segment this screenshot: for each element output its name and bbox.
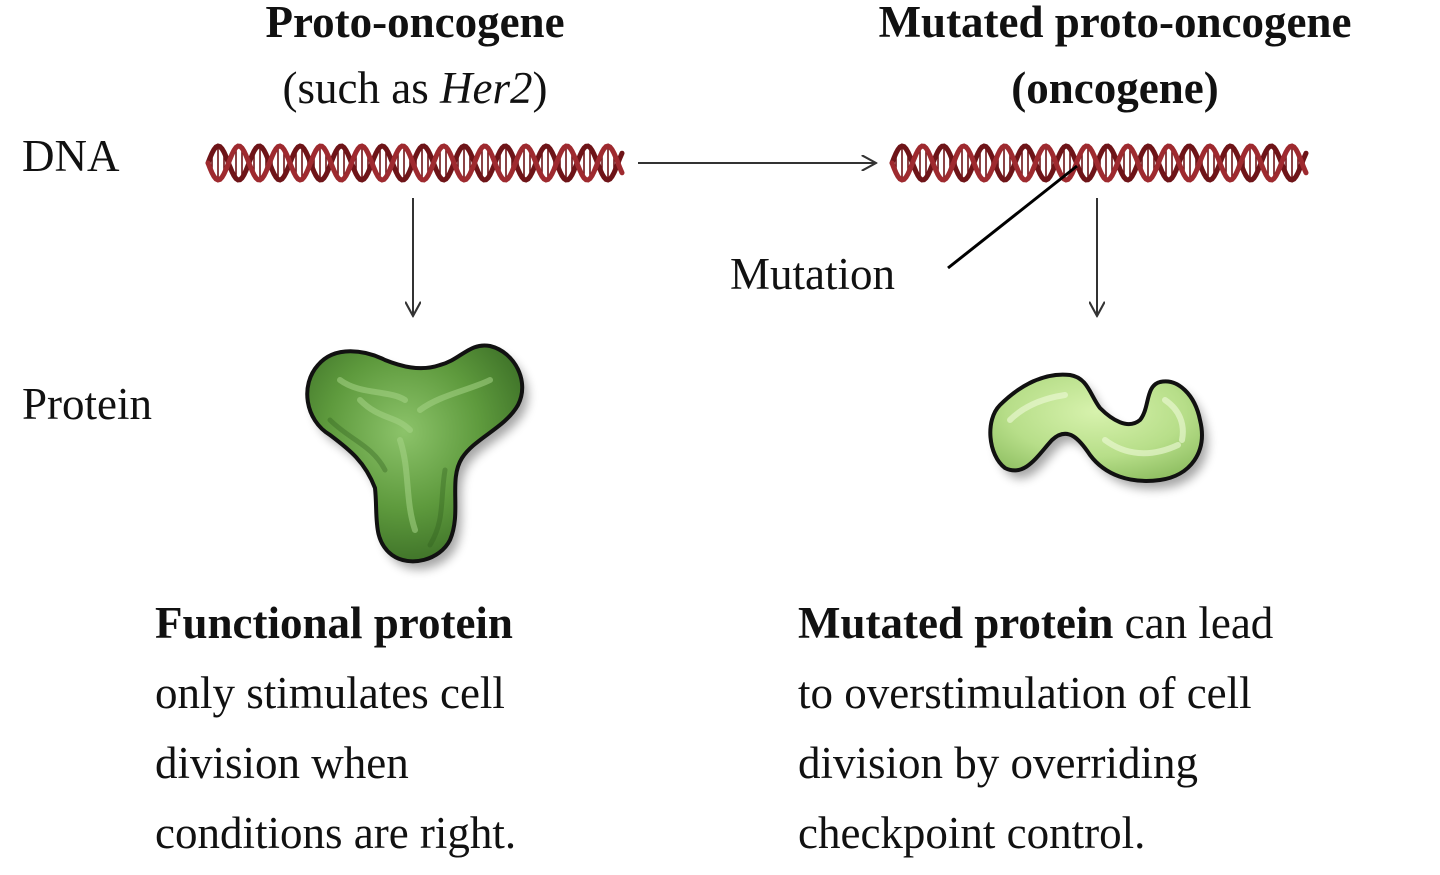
caption-heading: Mutated protein can lead: [798, 598, 1274, 648]
functional-protein-shape: [305, 343, 529, 570]
caption-line: only stimulates cell: [155, 668, 505, 718]
subtitle-prefix: (such as: [282, 63, 440, 113]
mutated-protein-shape: [988, 372, 1208, 489]
caption-line: division by overriding: [798, 738, 1198, 788]
protein-row-label: Protein: [22, 379, 152, 429]
mutation-pointer-line: [947, 164, 1078, 270]
mutation-label: Mutation: [730, 249, 895, 299]
dna-strand: [889, 143, 1309, 183]
caption-line: conditions are right.: [155, 808, 517, 858]
dna-helix-proto-oncogene: [205, 143, 625, 183]
oncogene-title: Mutated proto-oncogene: [878, 0, 1352, 47]
dna-strand: [889, 143, 1309, 183]
mutated-protein-caption: Mutated protein can lead to overstimulat…: [798, 588, 1273, 868]
dna-row-label: DNA: [22, 131, 120, 181]
subtitle-suffix: ): [532, 63, 548, 113]
gene-name: Her2: [439, 63, 533, 113]
caption-line: checkpoint control.: [798, 808, 1146, 858]
proto-oncogene-subtitle: (such as Her2): [180, 62, 650, 114]
dna-strand: [205, 143, 625, 183]
caption-line: to overstimulation of cell: [798, 668, 1252, 718]
dna-strand: [205, 143, 625, 183]
caption-heading: Functional protein: [155, 598, 513, 648]
proto-oncogene-title: Proto-oncogene: [265, 0, 565, 47]
functional-protein-caption: Functional protein only stimulates cell …: [155, 588, 516, 868]
oncogene-subtitle: (oncogene): [1011, 63, 1219, 113]
caption-line: division when: [155, 738, 409, 788]
dna-helix-oncogene: [889, 143, 1309, 183]
